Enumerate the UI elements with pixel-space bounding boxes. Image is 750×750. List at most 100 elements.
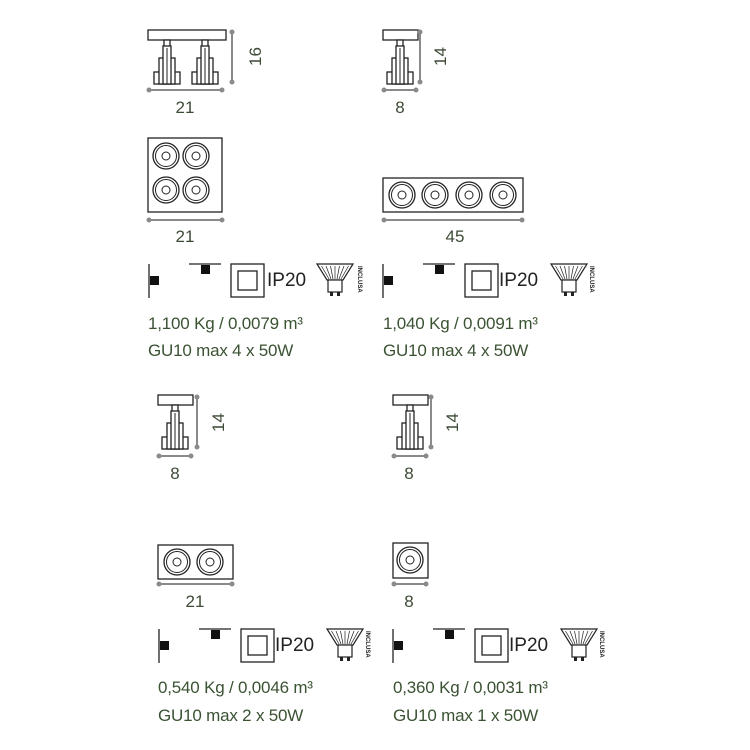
bulb-pin — [340, 657, 343, 661]
lens-inner-ring — [391, 184, 413, 206]
lens-center — [191, 151, 201, 161]
top-view-2-light — [157, 544, 234, 580]
bulb-pin — [347, 657, 350, 661]
side-height-label: 14 — [209, 413, 228, 432]
bulb-included-note: INCLUSA — [588, 266, 594, 293]
bulb-pin — [330, 292, 333, 296]
top-width-label: 45 — [445, 227, 465, 246]
lens-inner-ring — [185, 145, 207, 167]
reflector-rib — [565, 630, 574, 645]
dim-end-dot — [417, 79, 423, 85]
reflector-rib — [348, 630, 355, 645]
lens-inner-ring — [458, 184, 480, 206]
ceiling-plate — [157, 394, 194, 406]
gu10-bulb-icon — [315, 263, 355, 296]
lamp-spec: GU10 max 2 x 50W — [158, 706, 304, 725]
bulb-pin — [581, 657, 584, 661]
reflector-rib — [321, 265, 330, 280]
lens-center — [464, 190, 474, 200]
wall-mount-icon — [148, 264, 159, 298]
dim-end-dot — [156, 453, 162, 459]
reflector-rib — [338, 265, 345, 280]
outer-square — [464, 263, 499, 298]
side-height-label: 14 — [443, 413, 462, 432]
reflector-rib — [570, 265, 574, 280]
recessed-class-icon — [230, 263, 265, 298]
dimension-line-horizontal — [391, 453, 429, 459]
dim-end-dot — [381, 87, 387, 93]
side-height-label: 16 — [246, 47, 265, 66]
reflector-rib — [336, 265, 340, 280]
bulb-pin — [571, 292, 574, 296]
bulb-pin — [564, 292, 567, 296]
lens-center — [205, 557, 215, 567]
ip-rating: IP20 — [509, 635, 549, 656]
dim-end-dot — [391, 581, 397, 587]
lens-center — [172, 557, 182, 567]
bulb-pin — [574, 657, 577, 661]
lens-inner-ring — [399, 549, 421, 571]
ceiling-plate — [392, 394, 429, 406]
fixture-square — [150, 276, 159, 285]
ceiling-plate — [382, 29, 419, 41]
reflector-rib — [572, 265, 579, 280]
reflector-rib — [335, 630, 342, 645]
ip-rating: IP20 — [499, 270, 539, 291]
dimension-line-vertical — [417, 29, 423, 85]
lens-outer-ring — [163, 548, 191, 576]
side-width-label: 8 — [395, 98, 405, 117]
lens-inner-ring — [199, 551, 221, 573]
wall-mount-icon — [392, 629, 403, 663]
inner-square — [247, 635, 268, 656]
reflector-rib — [584, 630, 593, 645]
inner-square — [237, 270, 258, 291]
gu10-bulb-icon — [559, 628, 599, 661]
dim-end-dot — [428, 444, 434, 450]
gu10-bulb-icon — [325, 628, 365, 661]
fixture-square — [445, 630, 454, 639]
lens-center — [430, 190, 440, 200]
lens-outer-ring — [152, 176, 180, 204]
dimension-line-vertical — [194, 394, 200, 450]
top-view-4-light-linear — [382, 177, 524, 213]
ceiling-mount-icon — [433, 628, 465, 639]
bulb-included-note: INCLUSA — [364, 631, 370, 658]
reflector-rib — [340, 265, 349, 280]
weight-volume: 0,540 Kg / 0,0046 m³ — [158, 678, 313, 697]
side-width-label: 8 — [170, 464, 180, 483]
reflector-rib — [580, 630, 584, 645]
top-view-1-light — [392, 542, 429, 579]
side-height-label: 14 — [431, 47, 450, 66]
bulb-base — [337, 644, 353, 658]
bulb-pin — [337, 292, 340, 296]
dim-end-dot — [229, 29, 235, 35]
dim-end-dot — [229, 79, 235, 85]
dim-end-dot — [519, 217, 525, 223]
lens-outer-ring — [388, 181, 416, 209]
ip-rating: IP20 — [267, 270, 307, 291]
reflector-rib — [340, 630, 344, 645]
dimension-line-horizontal — [381, 217, 525, 223]
side-view-4-light-linear — [382, 29, 419, 85]
dim-end-dot — [229, 581, 235, 587]
inner-square — [471, 270, 492, 291]
dimension-line-horizontal — [146, 217, 225, 223]
dimension-line-horizontal — [146, 87, 225, 93]
gu10-bulb-icon — [549, 263, 589, 296]
dim-end-dot — [219, 87, 225, 93]
reflector-rib — [330, 265, 334, 280]
mounting-icons-row — [158, 628, 365, 663]
dim-end-dot — [413, 87, 419, 93]
lens-inner-ring — [155, 179, 177, 201]
lens-outer-ring — [196, 548, 224, 576]
ceiling-mount-icon — [199, 628, 231, 639]
lens-inner-ring — [155, 145, 177, 167]
fixture-square — [201, 265, 210, 274]
lens-center — [191, 185, 201, 195]
fixture-square — [384, 276, 393, 285]
dim-end-dot — [156, 581, 162, 587]
dim-end-dot — [428, 394, 434, 400]
dim-end-dot — [381, 217, 387, 223]
dimension-line-vertical — [428, 394, 434, 450]
